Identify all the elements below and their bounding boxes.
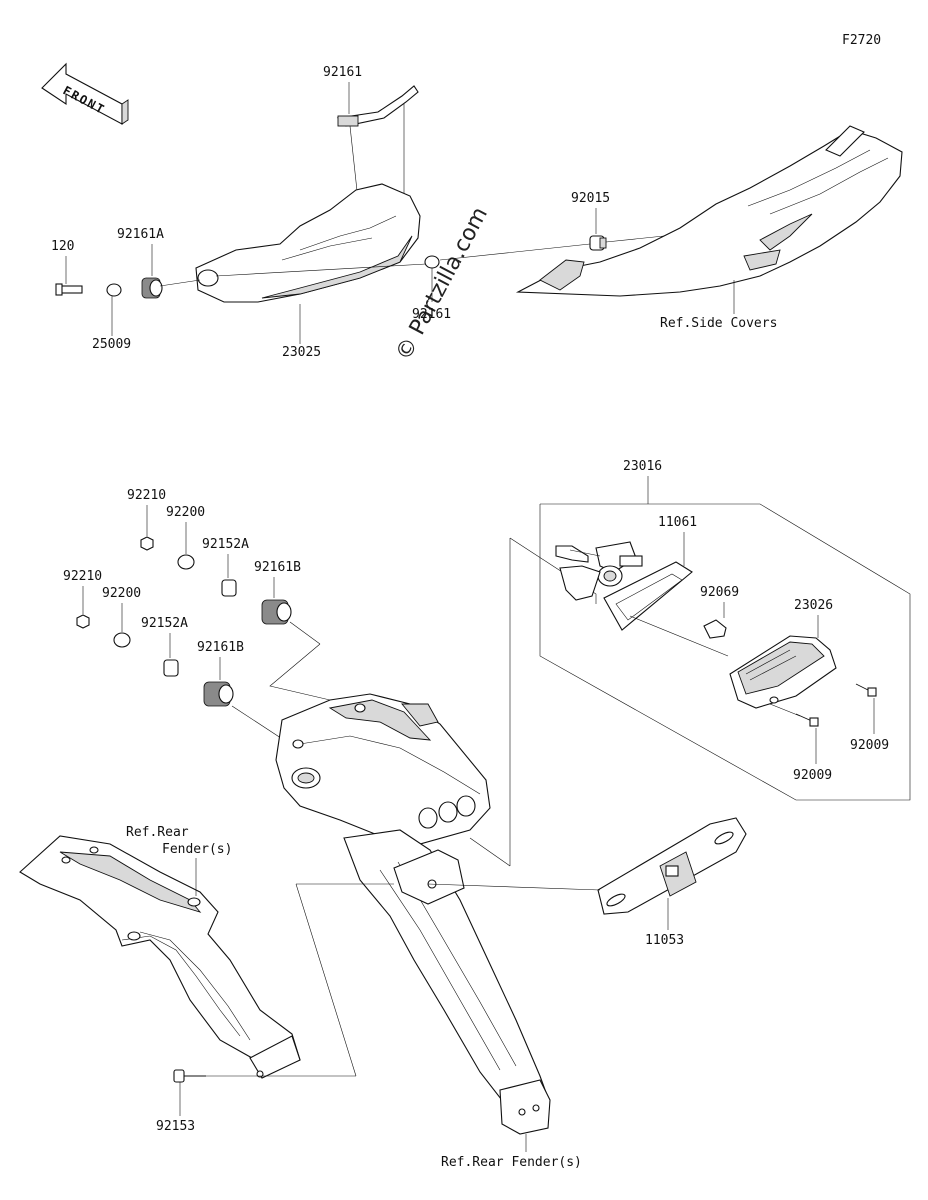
label-ref-rear-fender-1: Ref.Rear bbox=[126, 825, 189, 840]
rear-fender-ref bbox=[19, 835, 301, 1079]
nut-92015 bbox=[589, 235, 607, 251]
label-120: 120 bbox=[51, 239, 74, 254]
label-92210-b: 92210 bbox=[63, 569, 102, 584]
side-cover-ref bbox=[515, 125, 903, 297]
label-11053: 11053 bbox=[645, 933, 684, 948]
washer-92200-a bbox=[177, 554, 195, 570]
tail-cowl-23025 bbox=[195, 183, 421, 303]
label-92200-a: 92200 bbox=[166, 505, 205, 520]
label-23026: 23026 bbox=[794, 598, 833, 613]
grommet-92161B-b bbox=[203, 681, 234, 707]
label-ref-rear-fender-bottom: Ref.Rear Fender(s) bbox=[441, 1155, 582, 1170]
socket-assembly bbox=[555, 541, 643, 601]
strap-92161 bbox=[336, 85, 419, 127]
license-bracket bbox=[275, 693, 551, 1135]
grommet-92161A bbox=[141, 277, 163, 299]
label-92009-b: 92009 bbox=[793, 768, 832, 783]
label-23016: 23016 bbox=[623, 459, 662, 474]
figure-code: F2720 bbox=[842, 33, 881, 48]
label-92161B-b: 92161B bbox=[197, 640, 244, 655]
bulb-92069 bbox=[703, 619, 727, 639]
label-ref-rear-fender-2: Fender(s) bbox=[162, 842, 232, 857]
label-92152A-b: 92152A bbox=[141, 616, 188, 631]
label-92161-mid: 92161 bbox=[412, 307, 451, 322]
washer-92161-mid bbox=[424, 255, 440, 269]
screw-92009-a bbox=[855, 683, 877, 697]
label-ref-side-covers: Ref.Side Covers bbox=[660, 316, 777, 331]
washer-92200-b bbox=[113, 632, 131, 648]
gasket-11061 bbox=[603, 561, 693, 631]
front-arrow-icon: FRONT bbox=[41, 62, 129, 125]
label-92200-b: 92200 bbox=[102, 586, 141, 601]
collar-92152A-a bbox=[221, 579, 237, 597]
nut-92210-a bbox=[140, 536, 154, 551]
collar-92152A-b bbox=[163, 659, 179, 677]
grommet-92161B-a bbox=[261, 599, 292, 625]
washer-25009 bbox=[106, 283, 122, 297]
label-23025: 23025 bbox=[282, 345, 321, 360]
lens-23026 bbox=[729, 635, 837, 709]
bolt-92153 bbox=[173, 1069, 206, 1083]
label-92009-a: 92009 bbox=[850, 738, 889, 753]
label-92015: 92015 bbox=[571, 191, 610, 206]
bolt-120 bbox=[55, 283, 83, 296]
label-25009: 25009 bbox=[92, 337, 131, 352]
label-92210-a: 92210 bbox=[127, 488, 166, 503]
label-11061: 11061 bbox=[658, 515, 697, 530]
label-92161-top: 92161 bbox=[323, 65, 362, 80]
nut-92210-b bbox=[76, 614, 90, 629]
label-92161B-a: 92161B bbox=[254, 560, 301, 575]
label-92069: 92069 bbox=[700, 585, 739, 600]
label-92153: 92153 bbox=[156, 1119, 195, 1134]
label-92161A: 92161A bbox=[117, 227, 164, 242]
assembly-outline bbox=[539, 503, 911, 801]
plate-bracket-11053 bbox=[597, 817, 747, 915]
label-92152A-a: 92152A bbox=[202, 537, 249, 552]
